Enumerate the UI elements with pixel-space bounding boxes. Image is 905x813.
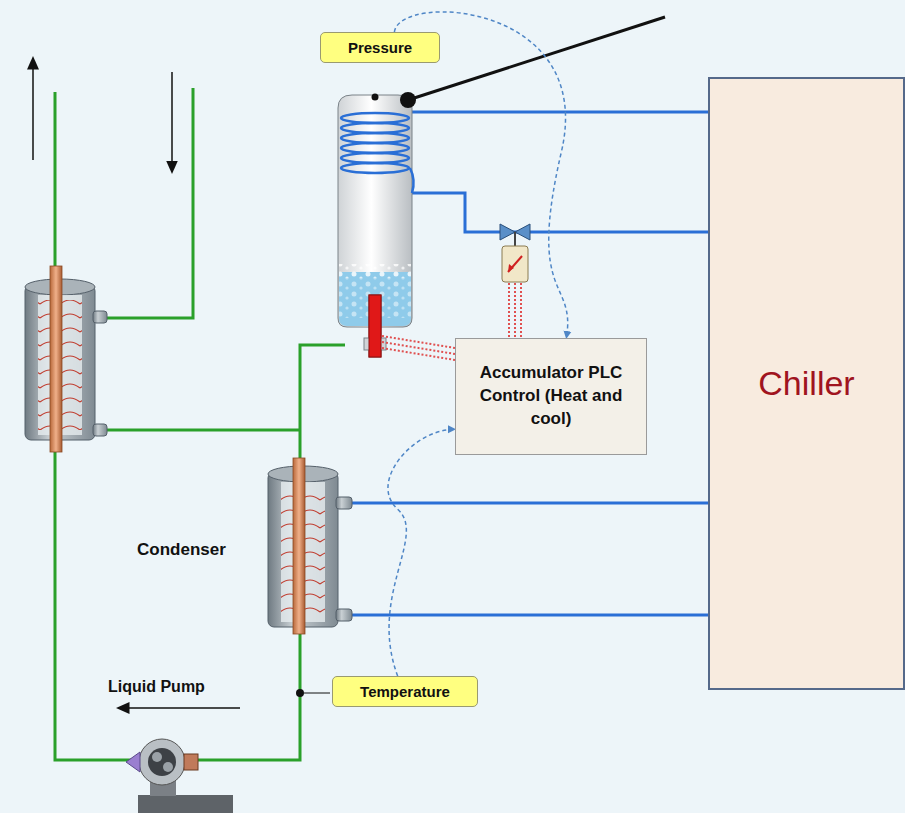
pressure-tag: Pressure	[320, 32, 440, 63]
node-text: Chiller	[758, 364, 854, 403]
node-text: Accumulator PLC Control (Heat and cool)	[478, 362, 624, 431]
node-text: Pressure	[348, 39, 412, 56]
component-label: Condenser	[137, 540, 226, 560]
component-label: Liquid Pump	[108, 678, 205, 696]
temperature-tag: Temperature	[332, 676, 478, 707]
signal-connector	[388, 429, 455, 676]
plc-control-box: Accumulator PLC Control (Heat and cool)	[455, 338, 647, 455]
chiller-unit: Chiller	[708, 77, 905, 690]
node-text: Temperature	[360, 683, 450, 700]
